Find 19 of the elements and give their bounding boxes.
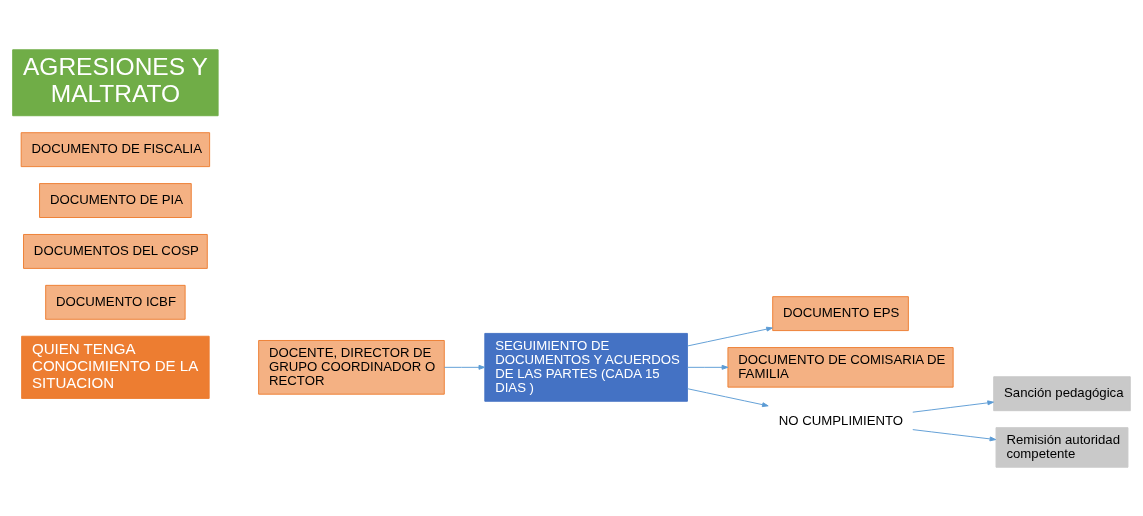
node-text: NO CUMPLIMIENTO [778, 412, 904, 428]
node-box: DOCUMENTO DE FISCALIA [20, 131, 211, 167]
node-box: QUIEN TENGA CONOCIMIENTO DE LA SITUACION [21, 335, 210, 399]
arrow [687, 387, 769, 407]
arrow [687, 326, 773, 346]
arrow [687, 364, 729, 370]
node-box: AGRESIONES Y MALTRATO [12, 48, 219, 116]
node-box: DOCUMENTOS DEL COSP [23, 233, 208, 269]
arrow [912, 399, 994, 413]
node-box: DOCUMENTO ICBF [45, 284, 186, 320]
arrow [912, 428, 997, 441]
node-box: DOCUMENTO DE COMISARIA DE FAMILIA [727, 346, 954, 388]
node-box: Remisión autoridad competente [995, 426, 1129, 468]
node-box: SEGUIMIENTO DE DOCUMENTOS Y ACUERDOS DE LAS PARTES (CADA 15 DIAS ) [484, 332, 688, 402]
arrow [443, 364, 486, 370]
node-box: DOCUMENTO DE PIA [39, 182, 192, 218]
node-box: Sanción pedagógica [993, 375, 1131, 411]
node-box: DOCENTE, DIRECTOR DE GRUPO COORDINADOR O RECTOR [258, 339, 445, 395]
node-box: DOCUMENTO EPS [772, 295, 909, 331]
